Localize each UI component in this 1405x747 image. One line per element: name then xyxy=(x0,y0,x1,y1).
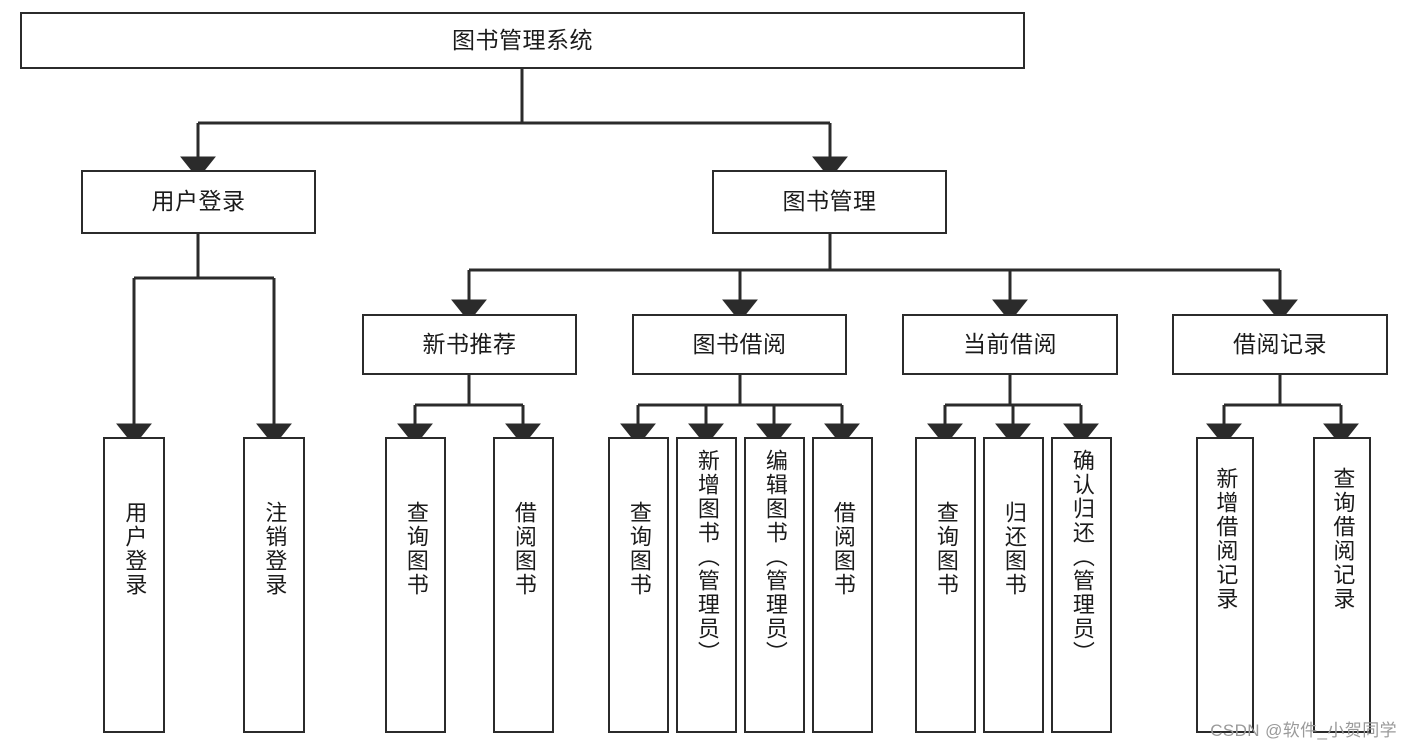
node-leaf-edit-book-admin[interactable]: 编辑图书（管理员） xyxy=(744,437,805,733)
node-root[interactable]: 图书管理系统 xyxy=(20,12,1025,69)
node-book-manage[interactable]: 图书管理 xyxy=(712,170,947,234)
node-current-borrow[interactable]: 当前借阅 xyxy=(902,314,1118,375)
node-new-book-recommend[interactable]: 新书推荐 xyxy=(362,314,577,375)
node-leaf-user-login-label: 用户登录 xyxy=(122,501,148,597)
node-leaf-logout-login[interactable]: 注销登录 xyxy=(243,437,305,733)
node-leaf-return-book-label: 归还图书 xyxy=(1001,501,1027,597)
node-leaf-borrow-book-2-label: 借阅图书 xyxy=(830,501,856,597)
node-leaf-query-book-2[interactable]: 查询图书 xyxy=(608,437,669,733)
node-borrow-record-label: 借阅记录 xyxy=(1233,330,1327,357)
node-leaf-edit-book-admin-label: 编辑图书（管理员） xyxy=(762,449,788,665)
node-leaf-query-borrow-record[interactable]: 查询借阅记录 xyxy=(1313,437,1371,733)
node-root-label: 图书管理系统 xyxy=(452,26,593,53)
node-book-borrow-label: 图书借阅 xyxy=(692,330,787,357)
node-leaf-add-borrow-record[interactable]: 新增借阅记录 xyxy=(1196,437,1254,733)
node-leaf-query-book-2-label: 查询图书 xyxy=(626,501,652,597)
node-leaf-return-book[interactable]: 归还图书 xyxy=(983,437,1044,733)
node-leaf-borrow-book-1[interactable]: 借阅图书 xyxy=(493,437,554,733)
node-new-book-recommend-label: 新书推荐 xyxy=(422,330,517,357)
node-user-login-label: 用户登录 xyxy=(151,188,246,215)
node-leaf-add-book-admin-label: 新增图书（管理员） xyxy=(694,449,720,665)
node-leaf-confirm-return-admin-label: 确认归还（管理员） xyxy=(1069,449,1095,665)
node-leaf-user-login[interactable]: 用户登录 xyxy=(103,437,165,733)
node-leaf-logout-login-label: 注销登录 xyxy=(262,501,288,597)
node-leaf-query-book-3-label: 查询图书 xyxy=(933,501,959,597)
node-leaf-borrow-book-2[interactable]: 借阅图书 xyxy=(812,437,873,733)
node-leaf-query-borrow-record-label: 查询借阅记录 xyxy=(1330,467,1356,611)
node-leaf-add-borrow-record-label: 新增借阅记录 xyxy=(1213,467,1239,611)
node-leaf-borrow-book-1-label: 借阅图书 xyxy=(511,501,537,597)
node-leaf-query-book-3[interactable]: 查询图书 xyxy=(915,437,976,733)
node-borrow-record[interactable]: 借阅记录 xyxy=(1172,314,1388,375)
node-leaf-query-book-1-label: 查询图书 xyxy=(403,501,429,597)
node-book-manage-label: 图书管理 xyxy=(782,188,877,215)
node-user-login[interactable]: 用户登录 xyxy=(81,170,316,234)
node-leaf-add-book-admin[interactable]: 新增图书（管理员） xyxy=(676,437,737,733)
node-book-borrow[interactable]: 图书借阅 xyxy=(632,314,847,375)
node-leaf-query-book-1[interactable]: 查询图书 xyxy=(385,437,446,733)
node-leaf-confirm-return-admin[interactable]: 确认归还（管理员） xyxy=(1051,437,1112,733)
node-current-borrow-label: 当前借阅 xyxy=(963,330,1057,357)
